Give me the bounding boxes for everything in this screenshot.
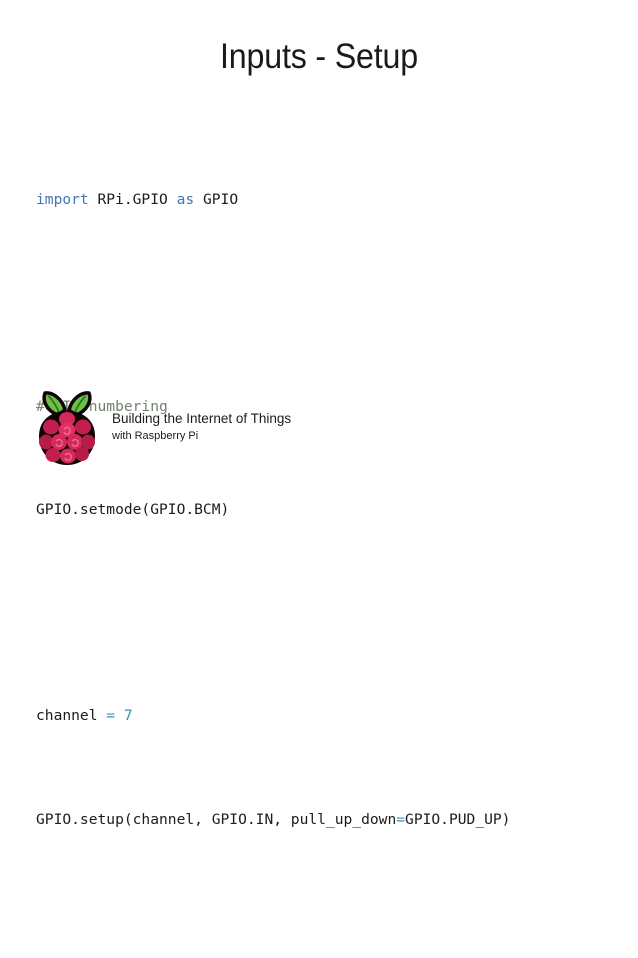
- code-token-plain: GPIO.setup(channel, GPIO.IN, pull_up_dow…: [36, 810, 397, 828]
- code-line-blank: [36, 910, 616, 936]
- footer-subtitle: with Raspberry Pi: [112, 430, 199, 442]
- code-line-blank: [36, 291, 616, 317]
- code-line: import RPi.GPIO as GPIO: [36, 187, 616, 213]
- code-line-blank: [36, 600, 616, 626]
- code-token-plain: channel: [36, 707, 107, 725]
- raspberry-pi-logo: [39, 391, 95, 465]
- code-line: GPIO.setmode(GPIO.BCM): [36, 497, 616, 523]
- code-token-operator: =: [396, 810, 406, 828]
- code-token-plain: [115, 707, 124, 724]
- code-line: GPIO.setup(channel, GPIO.IN, pull_up_dow…: [36, 807, 616, 833]
- code-token-keyword: as: [176, 191, 195, 209]
- page-title: Inputs - Setup: [220, 37, 418, 76]
- footer-title: Building the Internet of Things: [112, 411, 292, 426]
- code-token-plain: GPIO.PUD_UP): [405, 810, 511, 828]
- code-token-number: 7: [123, 707, 133, 725]
- code-block: import RPi.GPIO as GPIO #GPIO numbering …: [36, 110, 616, 958]
- footer: Building the Internet of Things with Ras…: [34, 390, 291, 468]
- slide-root: Inputs - Setup import RPi.GPIO as GPIO #…: [34, 37, 511, 828]
- logo-leaves: [42, 391, 92, 417]
- code-token-keyword: import: [36, 191, 89, 209]
- code-token-operator: =: [106, 707, 116, 725]
- code-line: channel = 7: [36, 703, 616, 729]
- code-token-plain: RPi.GPIO: [88, 191, 177, 209]
- footer-text: Building the Internet of Things with Ras…: [112, 410, 291, 448]
- code-token-plain: GPIO: [194, 191, 239, 209]
- code-token-plain: GPIO.setmode(GPIO.BCM): [36, 500, 230, 518]
- logo-berry: [39, 411, 95, 465]
